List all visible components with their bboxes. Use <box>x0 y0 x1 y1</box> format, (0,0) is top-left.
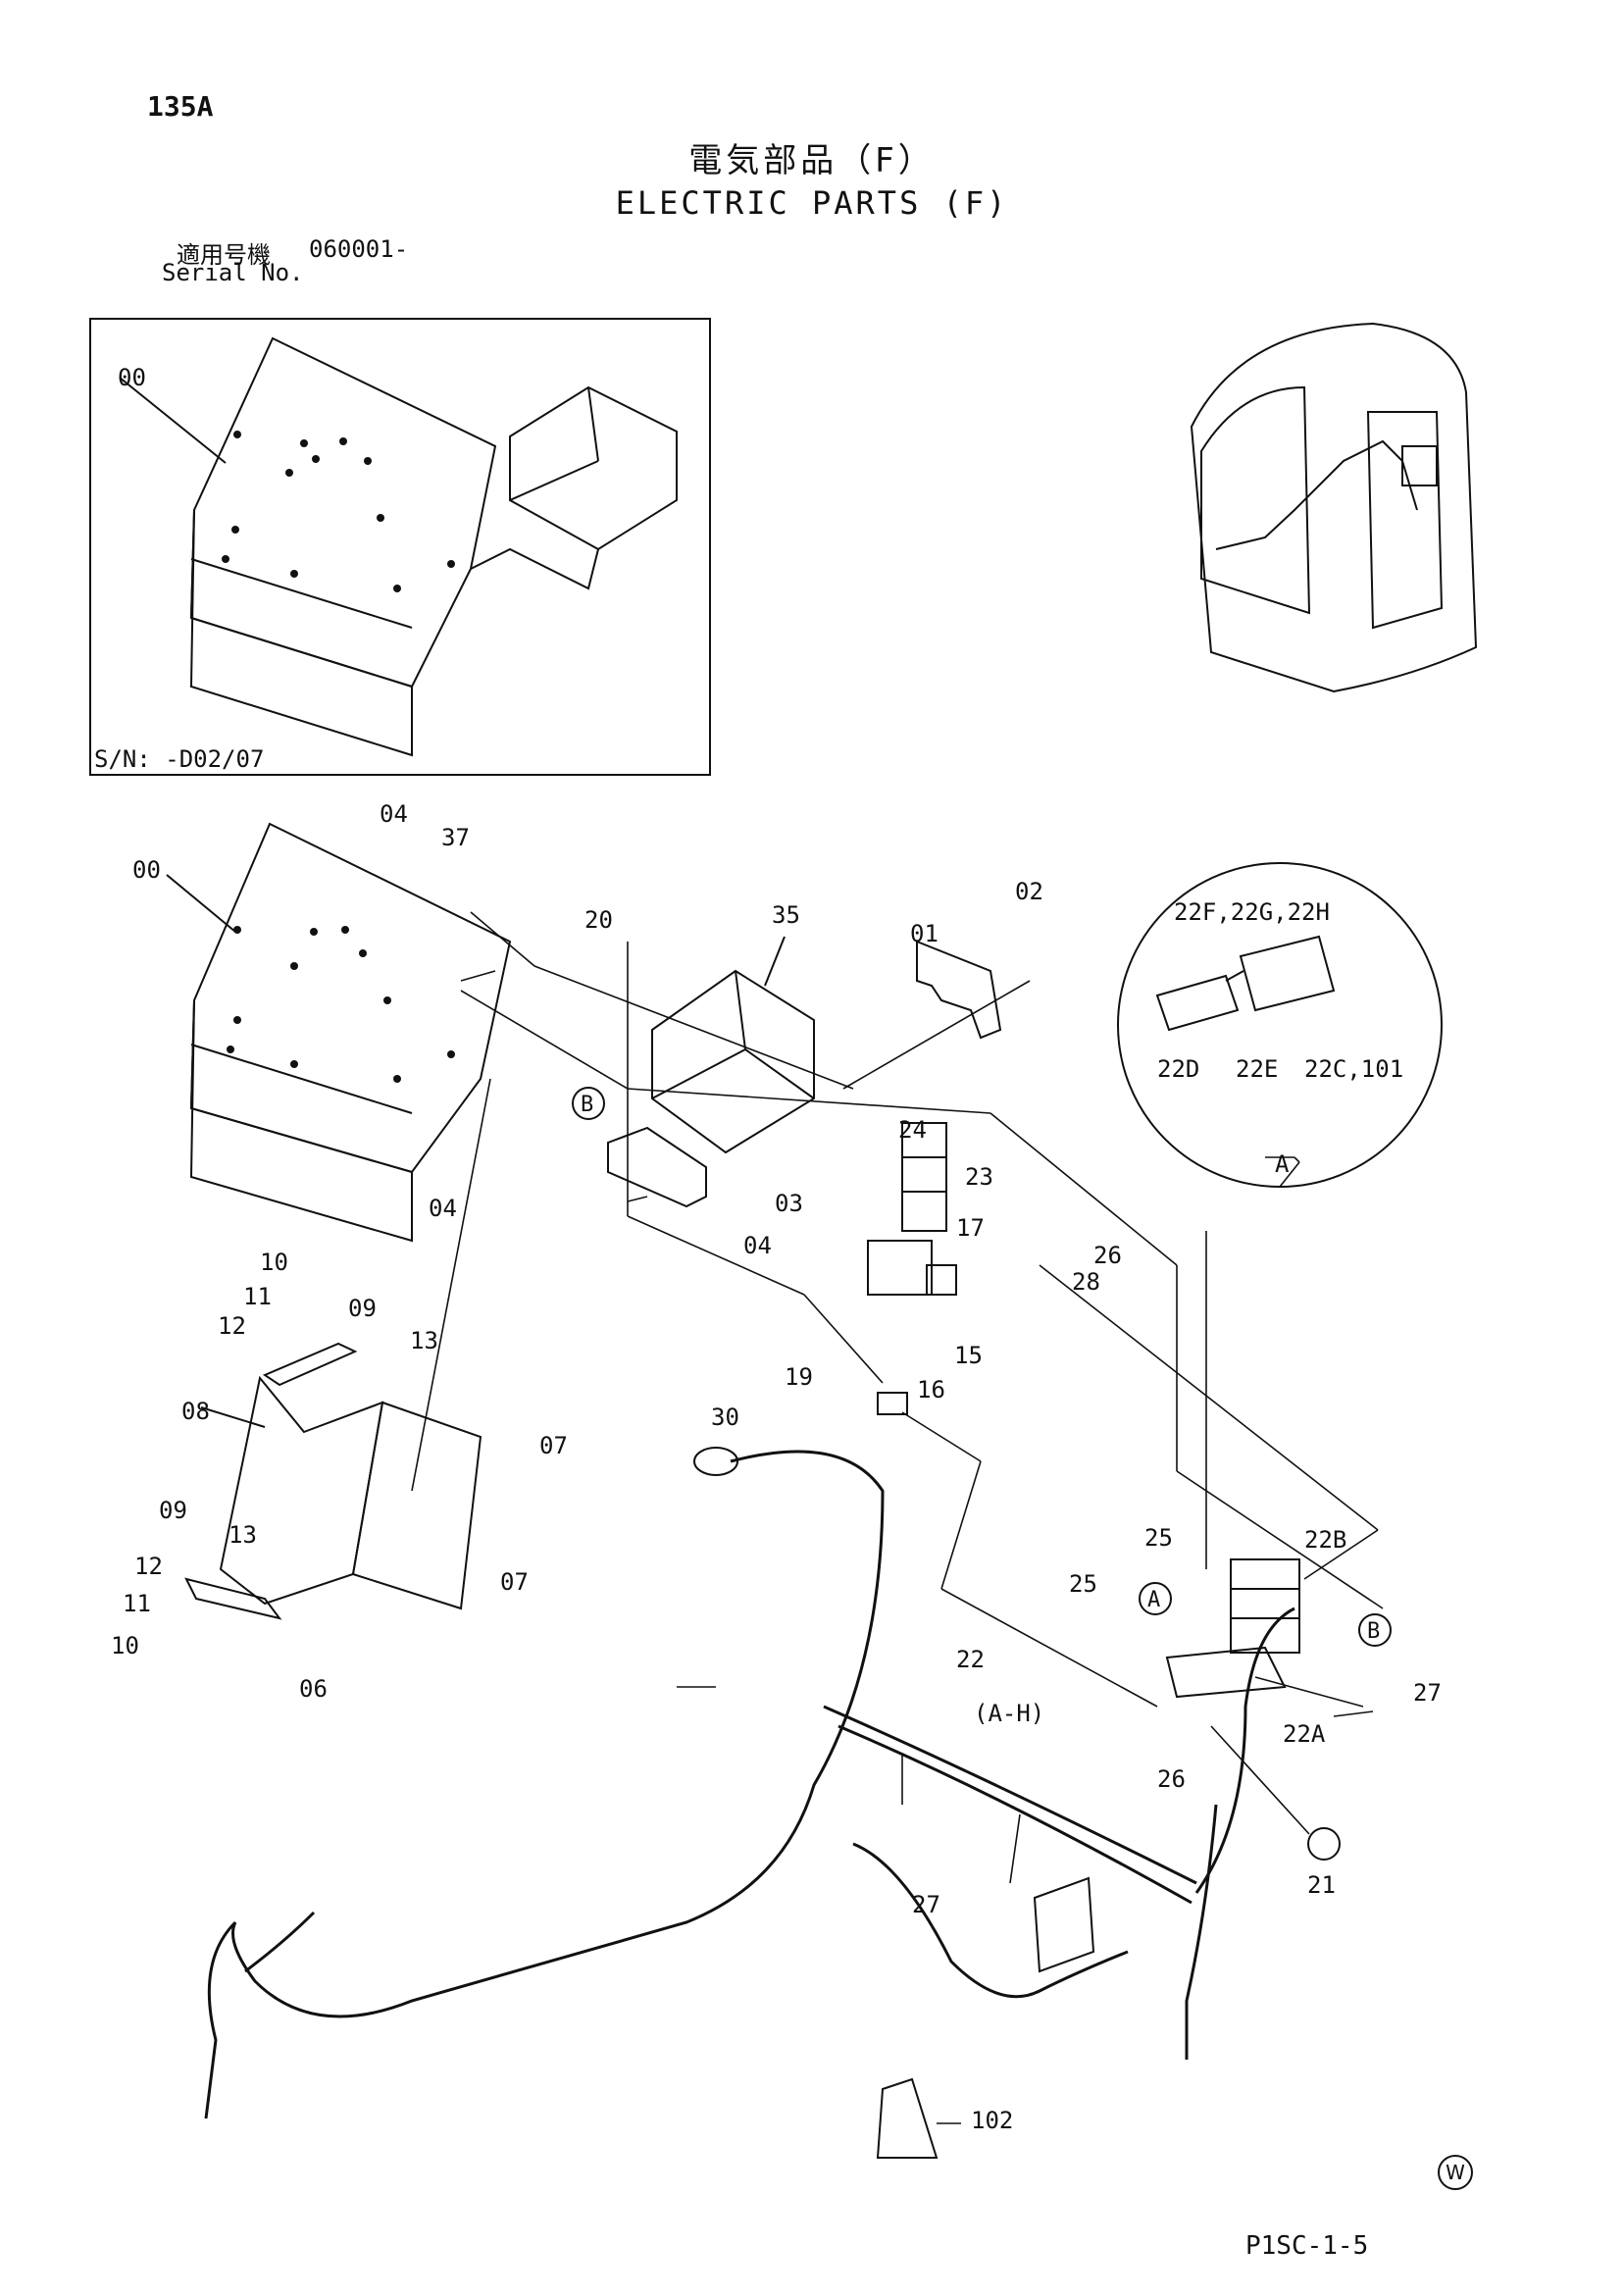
connector-module <box>1033 1876 1095 1973</box>
label-19: 19 <box>785 1363 813 1391</box>
label-08: 08 <box>181 1398 210 1425</box>
inset-label-00: 00 <box>118 364 146 391</box>
svg-text:A: A <box>1147 1588 1160 1612</box>
clamp-21 <box>1307 1827 1341 1861</box>
detail-a-22e: 22E <box>1236 1055 1278 1083</box>
label-00: 00 <box>132 856 161 884</box>
detail-a-view-label: A <box>1275 1150 1290 1178</box>
detail-a-22c: 22C,101 <box>1304 1055 1403 1083</box>
label-01: 01 <box>910 920 939 947</box>
relay-24 <box>901 1122 947 1232</box>
page-code: P1SC-1-5 <box>1245 2231 1369 2261</box>
title-japanese: 電気部品（F） <box>688 141 936 180</box>
label-09-low: 09 <box>159 1497 187 1524</box>
label-04-top: 04 <box>380 800 408 828</box>
label-28: 28 <box>1072 1268 1100 1296</box>
serial-value: 060001- <box>309 235 409 263</box>
watermark-symbol: W <box>1438 2155 1473 2190</box>
title-english: ELECTRIC PARTS (F) <box>615 184 1009 222</box>
label-27-right: 27 <box>1413 1679 1442 1707</box>
label-07-low: 07 <box>500 1568 529 1596</box>
label-06: 06 <box>299 1675 328 1703</box>
label-21: 21 <box>1307 1871 1336 1899</box>
label-10-low: 10 <box>111 1632 139 1659</box>
label-02: 02 <box>1015 878 1043 905</box>
label-17: 17 <box>956 1214 985 1242</box>
main-plate <box>166 822 512 1243</box>
label-23: 23 <box>965 1163 993 1191</box>
label-16: 16 <box>917 1376 945 1403</box>
cab-illustration <box>1190 322 1478 693</box>
label-13-low: 13 <box>228 1521 257 1549</box>
detail-a-parts-top: 22F,22G,22H <box>1174 898 1330 926</box>
label-04-low: 04 <box>743 1232 772 1259</box>
label-12-top: 12 <box>218 1312 246 1340</box>
marker-a: A <box>1139 1582 1172 1615</box>
label-35: 35 <box>772 901 800 929</box>
label-11-low: 11 <box>123 1590 151 1617</box>
leader-lines <box>411 911 1384 2124</box>
label-12-low: 12 <box>134 1553 163 1580</box>
label-37: 37 <box>441 824 470 851</box>
bracket-01 <box>916 940 1002 1040</box>
sensor-30 <box>693 1447 738 1476</box>
page-number: 135A <box>147 90 214 123</box>
connector-19 <box>877 1392 908 1415</box>
controller-06 <box>184 1342 482 1620</box>
callout-labels: 00 00 04 37 20 35 01 02 04 03 04 24 23 1… <box>94 364 1442 2134</box>
label-26-low: 26 <box>1157 1765 1186 1793</box>
marker-b-right: B <box>1358 1613 1392 1647</box>
detail-a-circle <box>1117 862 1443 1188</box>
label-04-mid: 04 <box>429 1195 457 1222</box>
label-09-top: 09 <box>348 1295 377 1322</box>
marker-b-left: B <box>572 1087 605 1120</box>
label-22a: 22A <box>1283 1720 1326 1748</box>
fuse-box <box>1165 1558 1300 1699</box>
label-24: 24 <box>898 1116 927 1144</box>
label-11-top: 11 <box>243 1283 272 1310</box>
label-26-top: 26 <box>1093 1242 1122 1269</box>
label-30: 30 <box>711 1403 739 1431</box>
inset-sn-note: S/N: -D02/07 <box>94 745 264 773</box>
svg-text:B: B <box>581 1093 593 1117</box>
label-22-range: (A-H) <box>974 1700 1044 1727</box>
label-13-top: 13 <box>410 1327 438 1354</box>
label-22: 22 <box>956 1646 985 1673</box>
label-102: 102 <box>971 2107 1013 2134</box>
serial-label-japanese: 適用号機 <box>177 241 271 269</box>
label-07-top: 07 <box>539 1432 568 1459</box>
label-20: 20 <box>584 906 613 934</box>
label-27-low: 27 <box>912 1891 940 1918</box>
label-15: 15 <box>954 1342 983 1369</box>
svg-text:B: B <box>1367 1619 1380 1644</box>
label-10-top: 10 <box>260 1249 288 1276</box>
relay-15 <box>867 1240 957 1296</box>
inset-box <box>89 318 711 776</box>
box-35 <box>607 936 815 1208</box>
connector-102 <box>876 2077 939 2159</box>
detail-a-22d: 22D <box>1157 1055 1199 1083</box>
label-22b: 22B <box>1304 1526 1346 1554</box>
label-25-low: 25 <box>1069 1570 1097 1598</box>
wire-harness <box>204 1450 1295 2119</box>
label-25-top: 25 <box>1144 1524 1173 1552</box>
serial-label-english: Serial No. <box>162 259 304 286</box>
label-03: 03 <box>775 1190 803 1217</box>
